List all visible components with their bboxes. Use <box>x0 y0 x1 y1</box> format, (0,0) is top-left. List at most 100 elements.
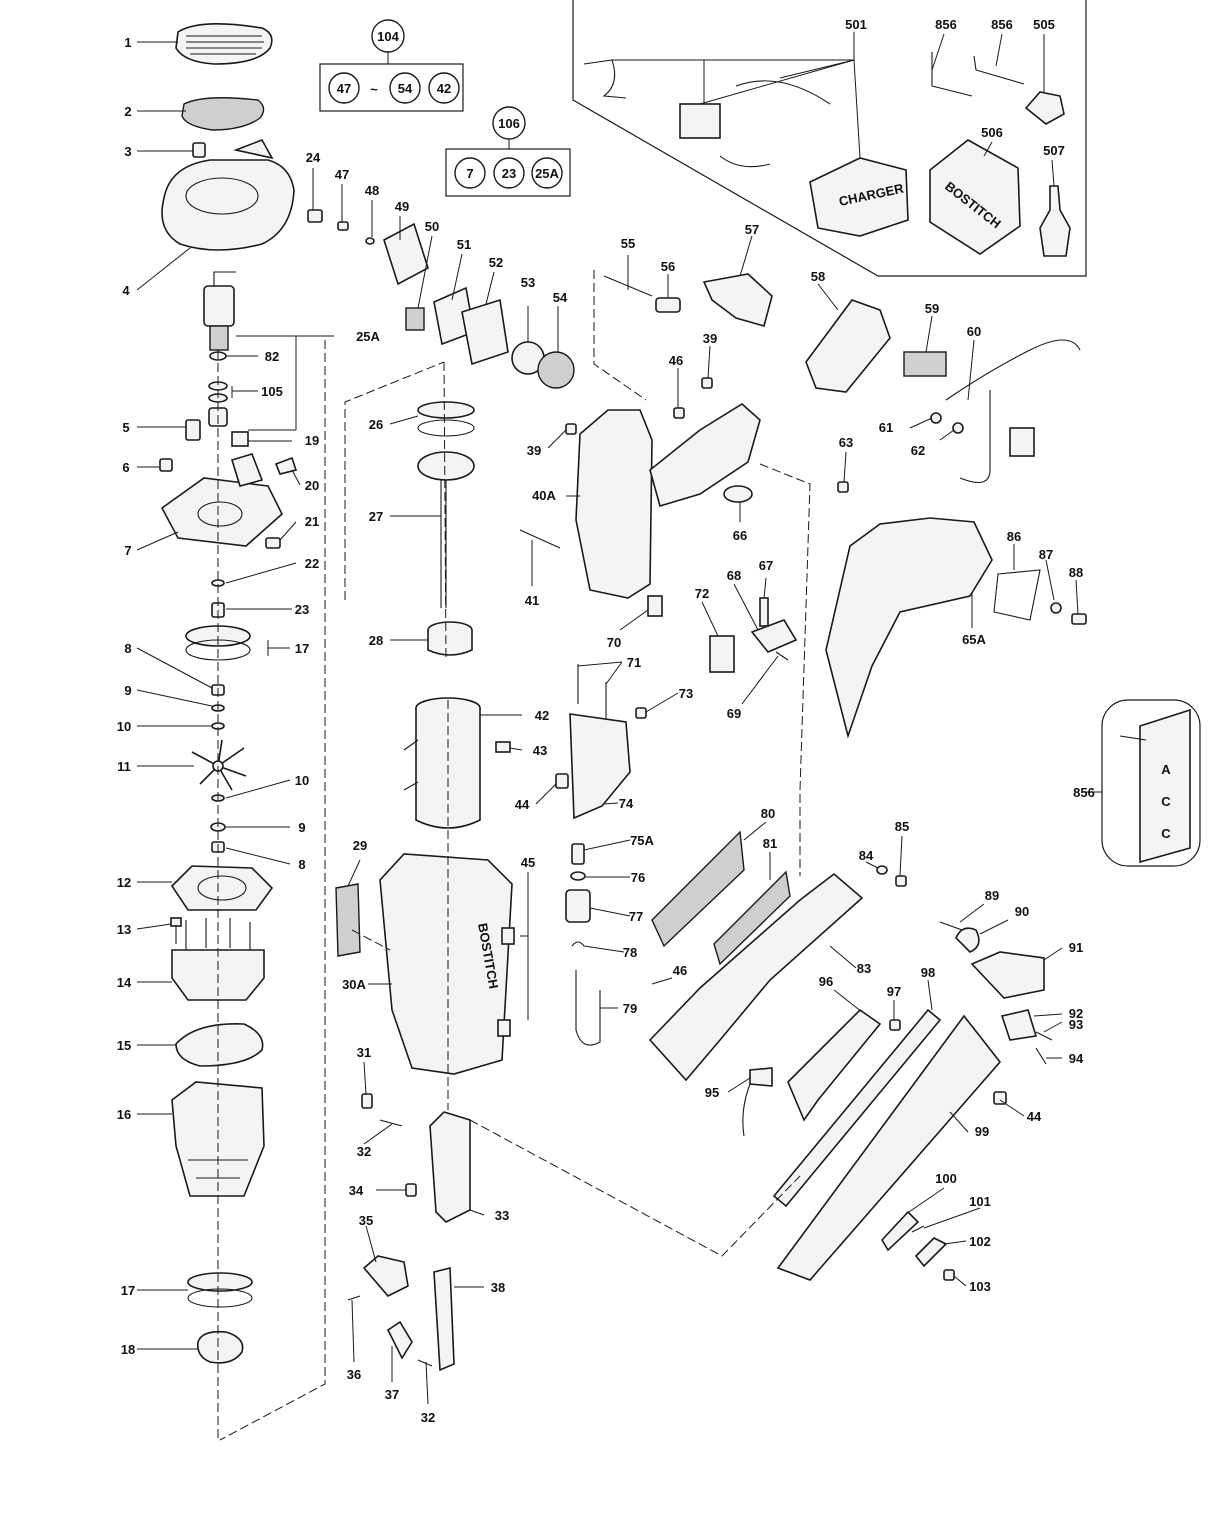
part-15-gasket <box>175 1023 264 1067</box>
part-4-top-housing <box>161 139 295 251</box>
part-35-contact <box>362 1255 409 1297</box>
callout-label-15: 23 <box>295 602 309 617</box>
part-40A-frame <box>575 403 761 599</box>
callout-label-97: 91 <box>1069 940 1083 955</box>
kit-104 <box>319 19 464 112</box>
callout-labels: 12342425A8210551962021722231789101110981… <box>117 17 1095 1425</box>
callout-label-0: 1 <box>124 35 131 50</box>
callout-label-53: 36 <box>347 1367 361 1382</box>
part-80-81-83-latch <box>648 830 864 1082</box>
part-18-retaining-ring <box>196 1330 244 1364</box>
tag-letter-3: C <box>1161 826 1171 841</box>
callout-label-76: 86 <box>1007 529 1021 544</box>
callout-label-57: 56 <box>661 259 675 274</box>
part-856-tag-callout <box>1101 699 1201 867</box>
part-58-battery-housing <box>805 299 891 393</box>
tag-856-text: A C C <box>1161 762 1171 841</box>
part-71-74-trigger-linkage <box>555 664 647 820</box>
callout-label-107: 100 <box>935 1171 957 1186</box>
part-55-56-57 <box>603 273 773 327</box>
callout-label-98: 92 <box>1069 1006 1083 1021</box>
callout-label-60: 59 <box>925 301 939 316</box>
callout-label-90: 81 <box>763 836 777 851</box>
callout-label-81: 73 <box>679 686 693 701</box>
callout-label-44: 29 <box>353 838 367 853</box>
callout-label-31: 47 <box>335 167 349 182</box>
callout-label-108: 101 <box>969 1194 991 1209</box>
callout-label-18: 9 <box>124 683 131 698</box>
callout-label-7: 105 <box>261 384 283 399</box>
callout-label-52: 38 <box>491 1280 505 1295</box>
callout-label-25: 13 <box>117 922 131 937</box>
callout-label-14: 22 <box>305 556 319 571</box>
callout-label-30: 18 <box>121 1342 135 1357</box>
callout-label-101: 96 <box>819 974 833 989</box>
callout-label-49: 34 <box>349 1183 364 1198</box>
part-2-screen <box>181 97 265 131</box>
part-28-bumper <box>427 621 473 656</box>
callout-label-94: 85 <box>895 819 909 834</box>
callout-label-85: 76 <box>631 870 645 885</box>
callout-label-89: 80 <box>761 806 775 821</box>
part-43-pin <box>495 741 511 753</box>
kit-104-range-sign: ~ <box>370 82 378 97</box>
part-11-fan <box>191 739 247 791</box>
kit-106-item-2: 23 <box>502 166 516 181</box>
callout-label-36: 52 <box>489 255 503 270</box>
callout-label-92: 46 <box>673 963 687 978</box>
part-21-screw <box>265 537 281 549</box>
callout-label-104: 95 <box>705 1085 719 1100</box>
part-506-case: BOSTITCH <box>929 139 1021 255</box>
callout-label-23: 8 <box>298 857 305 872</box>
callout-label-10: 6 <box>122 460 129 475</box>
callout-label-102: 97 <box>887 984 901 999</box>
part-86-87-88 <box>993 569 1087 625</box>
part-29-label <box>335 883 361 957</box>
callout-label-11: 20 <box>305 478 319 493</box>
kit-104-item-1: 47 <box>337 81 351 96</box>
part-63-61-62 <box>837 412 964 493</box>
kit-104-number: 104 <box>377 29 399 44</box>
callout-label-82: 44 <box>515 797 530 812</box>
callout-label-8: 5 <box>122 420 129 435</box>
callout-label-12: 21 <box>305 514 319 529</box>
callout-label-77: 87 <box>1039 547 1053 562</box>
callout-label-45: 30A <box>342 977 366 992</box>
callout-label-61: 60 <box>967 324 981 339</box>
part-25A-switch <box>203 271 236 351</box>
callout-label-117: 507 <box>1043 143 1065 158</box>
part-27-piston-driver <box>417 451 475 608</box>
callout-label-16: 17 <box>295 641 309 656</box>
callout-label-68: 61 <box>879 420 893 435</box>
callout-label-40: 27 <box>369 509 383 524</box>
part-501-charger-kit: CHARGER <box>583 59 909 237</box>
part-24-screw <box>307 209 323 223</box>
kit-bubble-texts: 104 47 ~ 54 42 106 7 23 25A <box>337 29 560 181</box>
part-96-97-98-99-magazine <box>772 1008 1002 1281</box>
callout-label-73: 68 <box>727 568 741 583</box>
part-89-to-94-latch-assembly <box>939 921 1053 1065</box>
callout-label-48: 32 <box>357 1144 371 1159</box>
callout-label-67: 63 <box>839 435 853 450</box>
kit-106-item-3: 25A <box>535 166 559 181</box>
part-507-oil-bottle <box>1039 185 1071 257</box>
callout-label-87: 78 <box>623 945 637 960</box>
leader-lines <box>136 32 1102 1405</box>
callout-label-13: 7 <box>124 543 131 558</box>
callout-label-5: 25A <box>356 329 380 344</box>
callout-label-29: 17 <box>121 1283 135 1298</box>
callout-label-65: 40A <box>532 488 556 503</box>
callout-label-43: 43 <box>533 743 547 758</box>
part-26-ring <box>417 401 475 437</box>
callout-label-56: 55 <box>621 236 635 251</box>
callout-label-96: 90 <box>1015 904 1029 919</box>
callout-label-4: 24 <box>306 150 321 165</box>
part-47-48-49-50-51-52 <box>337 221 509 366</box>
callout-label-111: 856 <box>1073 785 1095 800</box>
part-20-clip <box>274 456 298 475</box>
callout-label-41: 28 <box>369 633 383 648</box>
part-65A-handle <box>825 517 993 739</box>
part-12-gasket <box>170 865 274 911</box>
